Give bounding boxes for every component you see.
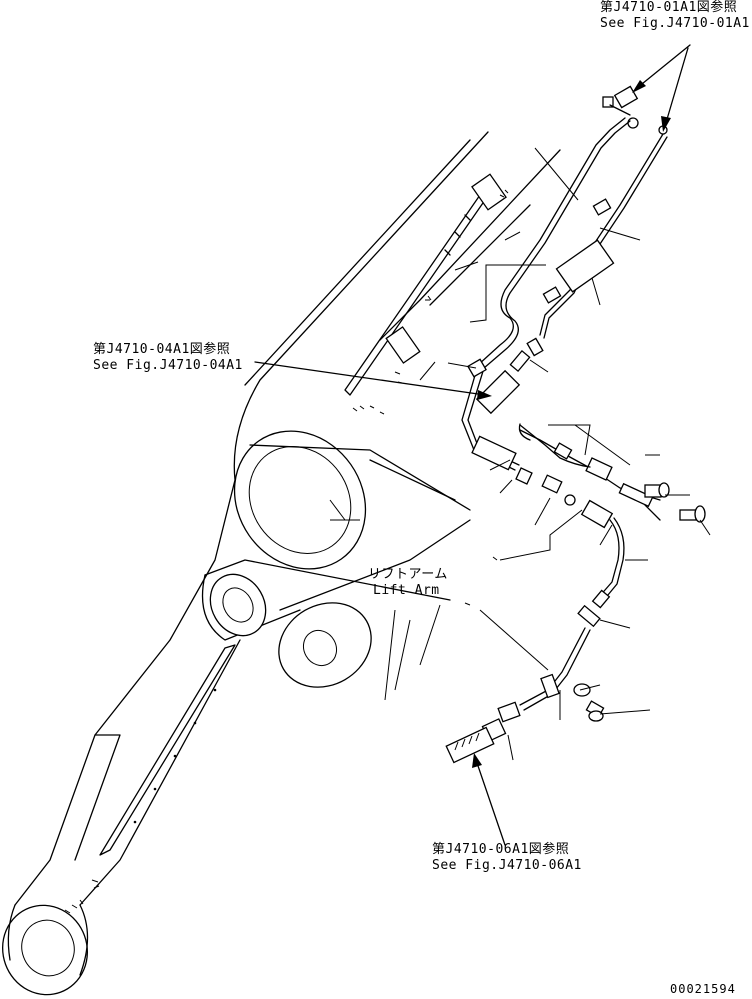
lift-arm-label-en: Lift Arm: [373, 583, 440, 598]
ref-label-middle-jp: 第J4710-04A1図参照: [93, 342, 231, 357]
ref-label-middle-en: See Fig.J4710-04A1: [93, 358, 243, 373]
lift-arm-body: [1, 131, 561, 996]
guard-plate: [344, 173, 509, 415]
reference-arrows: [254, 44, 691, 846]
leader-lines: [330, 147, 711, 761]
ref-label-bottom-jp: 第J4710-06A1図参照: [432, 842, 570, 857]
ref-label-top-en: See Fig.J4710-01A1: [600, 16, 750, 31]
drawing-number: 00021594: [670, 982, 736, 996]
ref-label-top-jp: 第J4710-01A1図参照: [600, 0, 738, 15]
lift-arm-label-jp: リフトアーム: [368, 567, 448, 582]
ref-label-bottom-en: See Fig.J4710-06A1: [432, 858, 582, 873]
hose-assembly-upper: [445, 85, 706, 764]
